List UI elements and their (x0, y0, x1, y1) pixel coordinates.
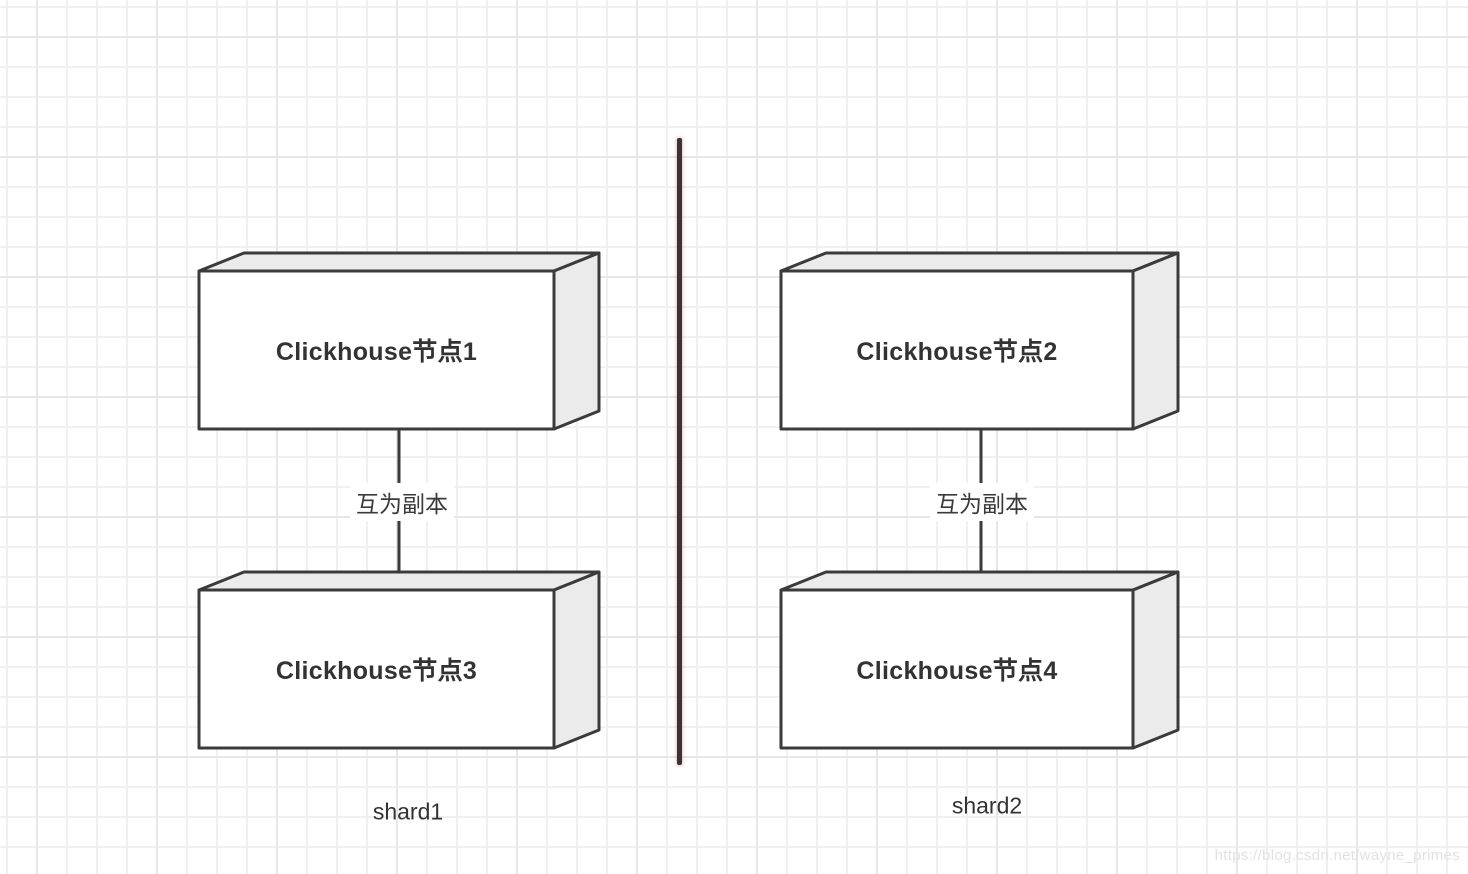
shard1-label: shard1 (372, 798, 444, 825)
clickhouse-node4-box (779, 570, 1180, 750)
replica-connection-label-right: 互为副本 (930, 483, 1034, 521)
clickhouse-node2-box (779, 251, 1180, 431)
replica-connection-label-left: 互为副本 (350, 483, 454, 521)
shard2-label: shard2 (951, 792, 1023, 819)
shard-divider-line (677, 138, 682, 765)
clickhouse-node1-box (197, 251, 601, 431)
watermark-url: https://blog.csdn.net/wayne_primes (1214, 847, 1460, 864)
clickhouse-node3-box (197, 570, 601, 750)
